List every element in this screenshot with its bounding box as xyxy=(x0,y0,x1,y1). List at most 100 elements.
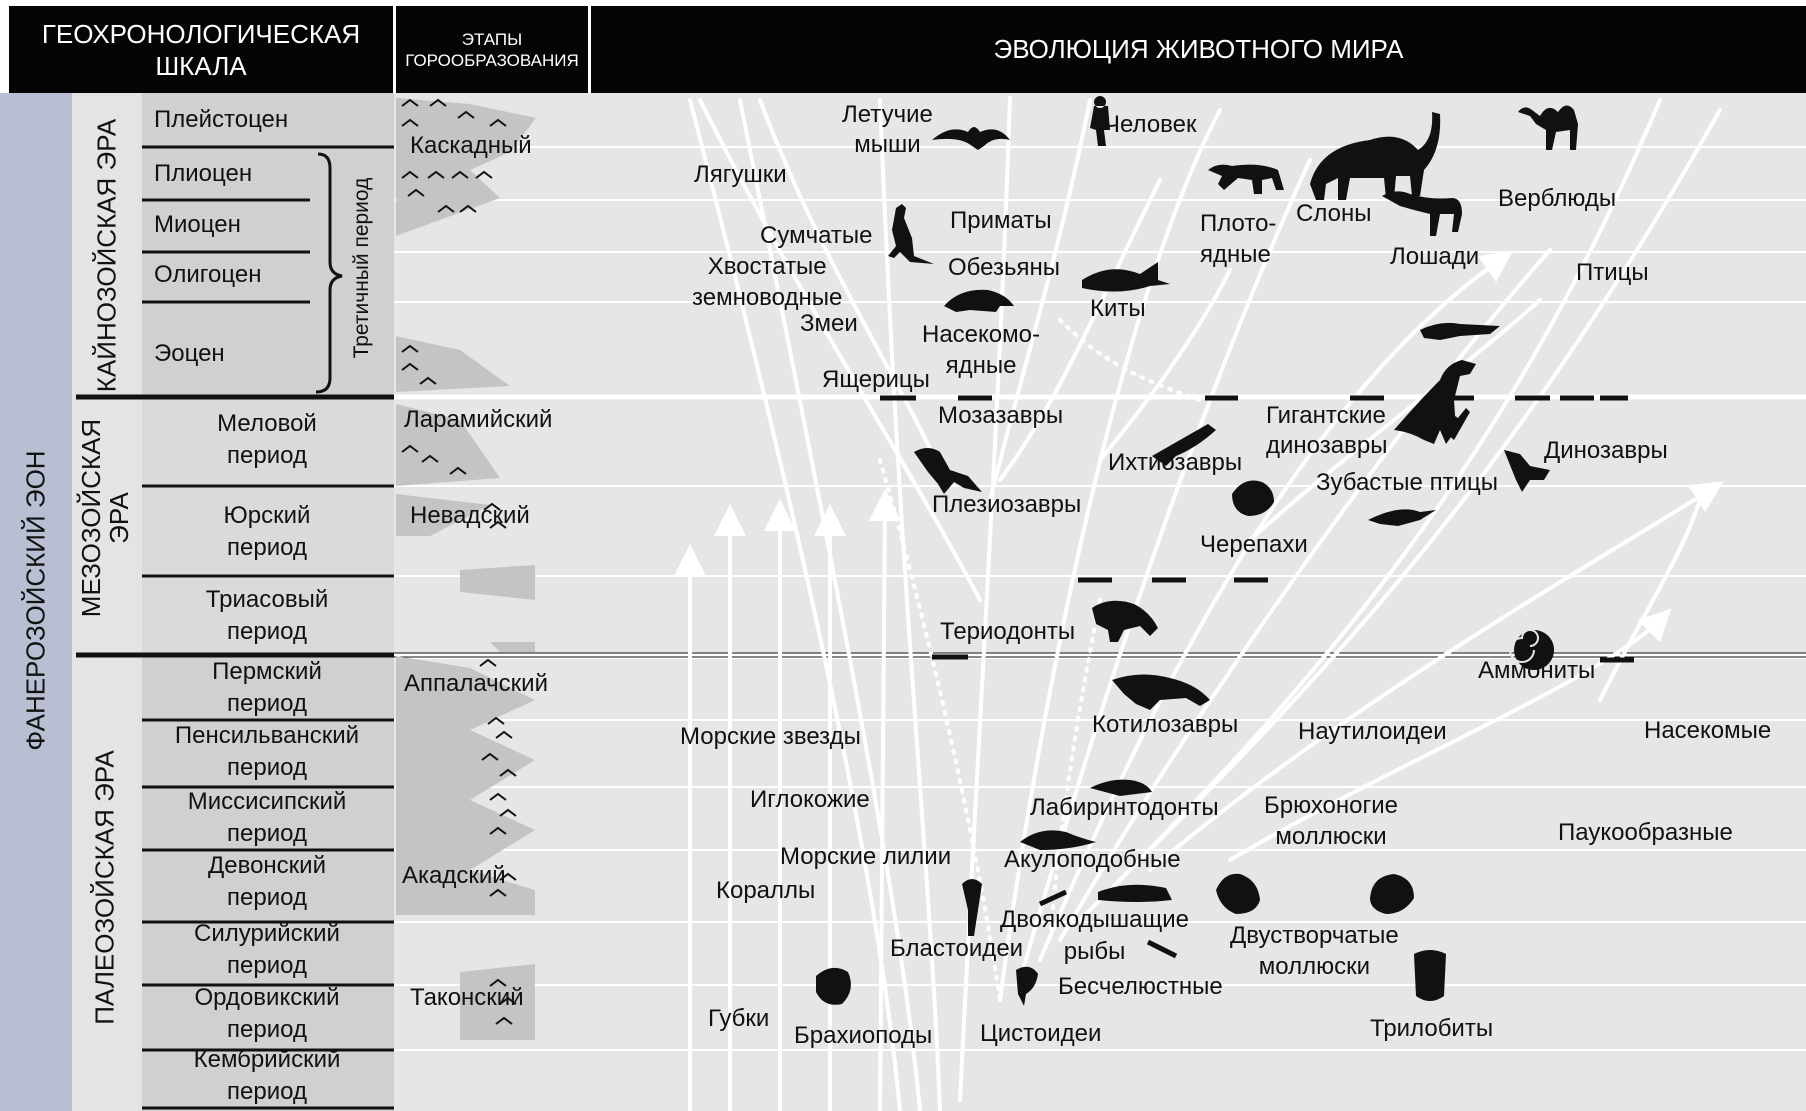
label-insects: Насекомые xyxy=(1644,717,1772,744)
label-nautiloids: Наутилоидеи xyxy=(1298,718,1447,745)
label-line: Двоякодышащие xyxy=(1000,906,1190,933)
period-line: период xyxy=(227,690,307,717)
period-devonian: Девонский период xyxy=(141,850,393,914)
plesiosaur-icon xyxy=(914,448,982,494)
period-pliocene: Плиоцен xyxy=(154,160,253,187)
eon-band xyxy=(0,93,72,1111)
label-sharks: Акулоподобные xyxy=(1004,846,1181,873)
era-label-cenozoic: КАЙНОЗОЙСКАЯ ЭРА xyxy=(91,118,122,393)
label-line: ядные xyxy=(1200,241,1271,268)
label-line: земноводные xyxy=(692,284,843,311)
bivalve-icon xyxy=(1370,874,1414,914)
header-line: ГЕОХРОНОЛОГИЧЕСКАЯ xyxy=(41,18,361,49)
extinction-marks xyxy=(880,395,1634,959)
label-cotylosaurs: Котилозавры xyxy=(1092,711,1239,738)
label-ammonites: Аммониты xyxy=(1478,657,1596,684)
human-icon xyxy=(1090,96,1110,146)
cenozoic-cells xyxy=(142,93,394,395)
insectivore-icon xyxy=(944,289,1014,312)
period-eocene: Эоцен xyxy=(154,340,225,367)
label-starfish: Морские звезды xyxy=(680,723,861,750)
label-elephants: Слоны xyxy=(1296,200,1372,227)
header-line: ЭТАПЫ xyxy=(461,29,523,49)
label-line: Плото- xyxy=(1200,210,1277,237)
blastoid-icon xyxy=(962,879,982,936)
label-line: Брюхоногие xyxy=(1264,792,1399,819)
header-line: ЭВОЛЮЦИЯ ЖИВОТНОГО МИРА xyxy=(993,34,1404,64)
orogeny-appalachian: Аппалачский xyxy=(404,670,548,697)
period-line: период xyxy=(227,754,307,781)
label-primates: Приматы xyxy=(950,207,1052,234)
label-insectivores: Насекомо-ядные xyxy=(922,319,1040,381)
tertiary-brace xyxy=(315,152,343,394)
period-miocene: Миоцен xyxy=(154,211,241,238)
period-line: период xyxy=(227,534,307,561)
turtle-icon xyxy=(1232,480,1274,516)
period-oligocene: Олигоцен xyxy=(154,261,262,288)
brachiopod-icon xyxy=(816,967,851,1005)
period-line: период xyxy=(227,952,307,979)
camel-icon xyxy=(1518,105,1578,150)
orogeny-taconic: Таконский xyxy=(410,984,524,1011)
period-line: период xyxy=(227,884,307,911)
header-line: ГОРООБРАЗОВАНИЯ xyxy=(405,50,579,70)
elephant-icon xyxy=(1310,112,1441,200)
evolution-arrows xyxy=(674,96,1724,1111)
label-trilobites: Трилобиты xyxy=(1370,1015,1494,1042)
cotylosaur-icon xyxy=(1112,674,1210,710)
orogeny-acadian: Акадский xyxy=(402,862,506,889)
period-line: период xyxy=(227,1078,307,1105)
gastropod-icon xyxy=(1216,873,1260,914)
sabertooth-icon xyxy=(1208,164,1284,194)
label-line: Двустворчатые xyxy=(1230,922,1399,949)
label-crinoids: Морские лилии xyxy=(780,843,952,870)
silhouettes xyxy=(816,96,1578,1006)
label-echinoderms: Иглокожие xyxy=(750,786,870,813)
label-line: Летучие xyxy=(842,101,933,128)
label-horses: Лошади xyxy=(1390,243,1480,270)
trilobite-icon xyxy=(1414,950,1446,1001)
period-line: период xyxy=(227,1016,307,1043)
orogeny-cascade: Каскадный xyxy=(410,132,532,159)
era-line: МЕЗОЗОЙСКАЯ xyxy=(76,418,106,618)
label-camels: Верблюды xyxy=(1498,185,1617,212)
period-line: Кембрийский xyxy=(193,1046,341,1073)
agnathan-icon xyxy=(1016,966,1038,1006)
tertiary-label: Третичный период xyxy=(350,177,373,359)
era-label-mesozoic: МЕЗОЗОЙСКАЯ ЭРА xyxy=(76,403,134,633)
period-line: Девонский xyxy=(208,852,326,879)
label-therapsids: Териодонты xyxy=(940,618,1076,645)
pterosaur-icon xyxy=(1368,509,1436,526)
label-urodeles: Хвостатые земноводные xyxy=(692,251,842,313)
period-dividers xyxy=(142,145,394,1110)
mesozoic-cells xyxy=(142,395,394,655)
label-cystoids: Цистоидеи xyxy=(980,1020,1102,1047)
paleozoic-cells xyxy=(142,655,394,1111)
crocodile-icon xyxy=(1420,322,1500,340)
period-line: Ордовикский xyxy=(194,984,340,1011)
era-line: ЭРА xyxy=(104,492,134,544)
label-marsupials: Сумчатые xyxy=(760,222,873,249)
era-label-paleozoic: ПАЛЕОЗОЙСКАЯ ЭРА xyxy=(89,750,120,1025)
label-mosasaurs: Мозазавры xyxy=(938,402,1064,429)
period-line: период xyxy=(227,618,307,645)
eon-label: ФАНЕРОЗОЙСКИЙ ЭОН xyxy=(20,450,51,751)
label-lizards: Ящерицы xyxy=(822,366,930,393)
label-line: Хвостатые xyxy=(707,253,827,280)
label-blastoids: Бластоидеи xyxy=(890,935,1024,962)
label-labyrinthodonts: Лабиринтодонты xyxy=(1030,794,1219,821)
horse-icon xyxy=(1382,191,1462,236)
period-line: Миссисипский xyxy=(187,788,347,815)
label-toothed-birds: Зубастые птицы xyxy=(1316,469,1498,496)
evolution-header: ЭВОЛЮЦИЯ ЖИВОТНОГО МИРА xyxy=(591,6,1806,93)
